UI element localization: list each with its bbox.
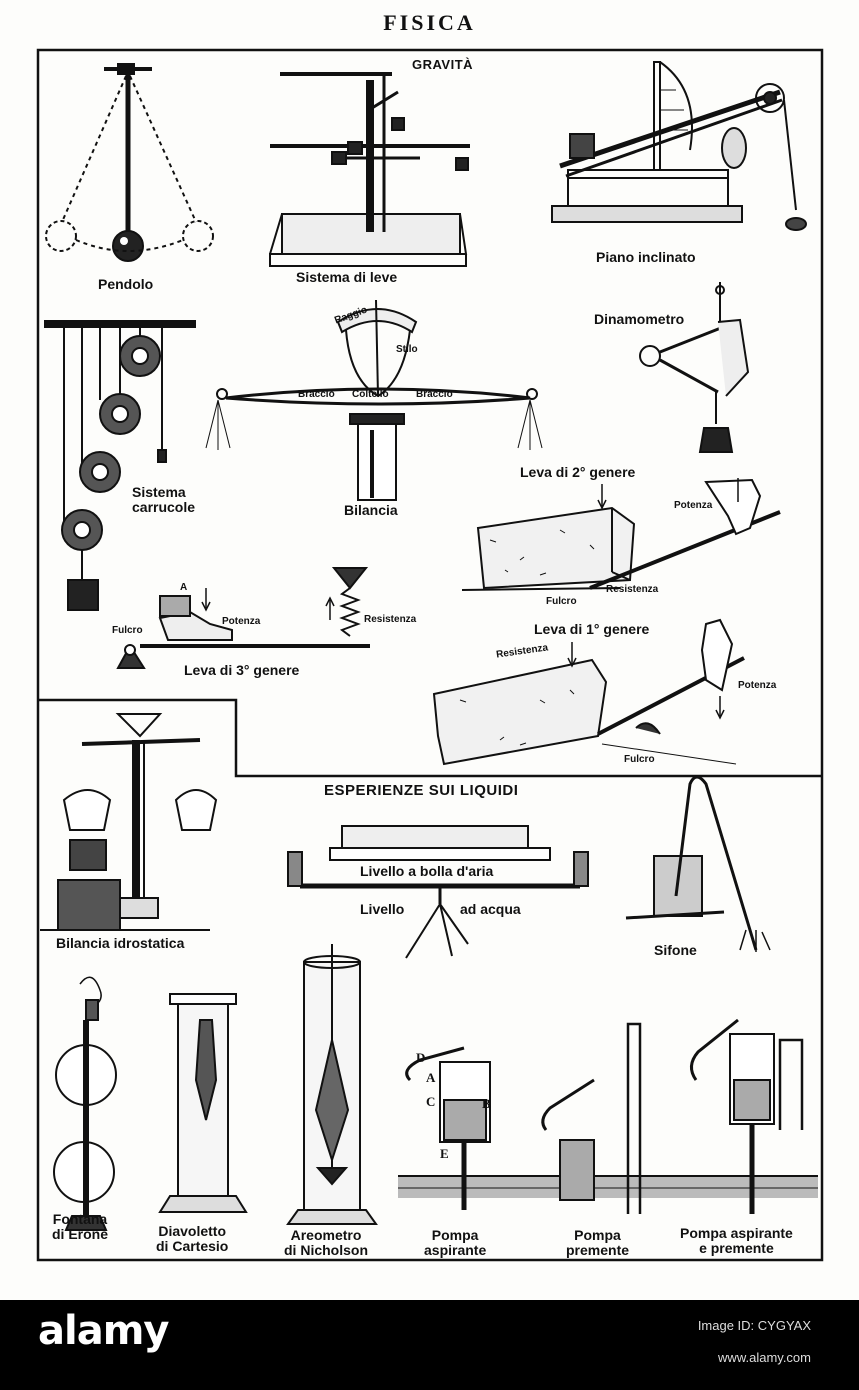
illustrations bbox=[36, 48, 824, 1262]
label-potenza-3: Potenza bbox=[222, 616, 261, 627]
plate-title: FISICA bbox=[383, 10, 476, 35]
label-pompa-asp-line1: Pompa bbox=[431, 1227, 479, 1243]
label-pump-d: D bbox=[416, 1050, 426, 1065]
label-pendolo: Pendolo bbox=[98, 276, 154, 292]
label-pump-c: C bbox=[426, 1094, 436, 1109]
second-class-lever-drawing bbox=[461, 478, 781, 591]
label-point-a: A bbox=[180, 582, 188, 593]
watermark-url: www.alamy.com bbox=[718, 1350, 811, 1365]
plate-frame bbox=[36, 48, 824, 1262]
label-bilancia-idrostatica: Bilancia idrostatica bbox=[56, 935, 185, 951]
label-ad-acqua: ad acqua bbox=[460, 901, 521, 917]
label-sistema-carrucole: Sistema carrucole bbox=[132, 485, 195, 515]
label-piano-inclinato: Piano inclinato bbox=[596, 249, 696, 265]
inclined-plane-drawing bbox=[551, 61, 807, 231]
label-pompa-aspirante: Pompa aspirante bbox=[424, 1228, 486, 1258]
label-pump-a: A bbox=[426, 1070, 436, 1085]
watermark-footer bbox=[0, 1300, 859, 1390]
third-class-lever-drawing bbox=[116, 567, 370, 669]
label-pompa-ap-line2: e premente bbox=[699, 1240, 774, 1256]
label-fontana-line1: Fontana bbox=[52, 1211, 108, 1227]
pump-drawings bbox=[398, 1018, 818, 1214]
label-pump-e: E bbox=[440, 1146, 449, 1161]
label-braccio-left: Braccio bbox=[298, 389, 335, 400]
label-diavoletto-line1: Diavoletto bbox=[158, 1223, 227, 1239]
label-pompa-prem-line1: Pompa bbox=[574, 1227, 621, 1243]
pendulum-drawing bbox=[45, 63, 214, 262]
label-resistenza-3: Resistenza bbox=[364, 614, 417, 625]
label-dinamometro: Dinamometro bbox=[594, 311, 685, 327]
label-leva-1: Leva di 1° genere bbox=[534, 621, 650, 637]
label-livello: Livello bbox=[360, 901, 405, 917]
label-resistenza-2: Resistenza bbox=[606, 584, 659, 595]
alamy-logo: alamy bbox=[38, 1308, 169, 1354]
label-pompa-asp-line2: aspirante bbox=[424, 1242, 487, 1258]
label-areometro-line2: di Nicholson bbox=[284, 1242, 368, 1258]
hydrostatic-balance-drawing bbox=[40, 713, 218, 931]
heron-fountain-drawing bbox=[53, 976, 117, 1231]
label-sistema-leve: Sistema di leve bbox=[296, 269, 398, 285]
dynamometer-drawing bbox=[639, 282, 750, 453]
label-potenza-1: Potenza bbox=[738, 680, 777, 691]
label-sistema-carrucole-line1: Sistema bbox=[132, 484, 186, 500]
nicholson-hydrometer-drawing bbox=[286, 944, 378, 1225]
lever-system-drawing bbox=[269, 72, 470, 267]
label-fontana-erone: Fontana di Erone bbox=[52, 1212, 108, 1242]
label-fulcro-2: Fulcro bbox=[546, 596, 577, 607]
section-liquids: ESPERIENZE SUI LIQUIDI bbox=[324, 782, 519, 799]
label-pompa-aspirante-premente: Pompa aspirante e premente bbox=[680, 1226, 793, 1256]
label-leva-3: Leva di 3° genere bbox=[184, 662, 300, 678]
label-stilo: Stilo bbox=[396, 344, 418, 355]
label-sifone: Sifone bbox=[654, 942, 697, 958]
label-livello-bolla: Livello a bolla d'aria bbox=[360, 863, 494, 879]
siphon-drawing bbox=[625, 775, 771, 952]
label-diavoletto-cartesio: Diavoletto di Cartesio bbox=[156, 1224, 228, 1254]
label-pompa-premente: Pompa premente bbox=[566, 1228, 629, 1258]
label-areometro-line1: Areometro bbox=[290, 1227, 362, 1243]
first-class-lever-drawing bbox=[432, 618, 745, 766]
pulley-system-drawing bbox=[44, 320, 196, 611]
cartesian-diver-drawing bbox=[158, 993, 248, 1213]
level-drawing bbox=[287, 825, 589, 959]
label-coltello: Coltello bbox=[352, 389, 389, 400]
label-diavoletto-line2: di Cartesio bbox=[156, 1238, 229, 1254]
label-fontana-line2: di Erone bbox=[52, 1226, 109, 1242]
label-leva-2: Leva di 2° genere bbox=[520, 464, 636, 480]
section-gravity: GRAVITÀ bbox=[412, 57, 474, 72]
label-pompa-prem-line2: premente bbox=[566, 1242, 630, 1258]
image-id: Image ID: CYGYAX bbox=[697, 1318, 811, 1333]
label-potenza-2: Potenza bbox=[674, 500, 713, 511]
label-fulcro-1: Fulcro bbox=[624, 754, 655, 765]
label-braccio-right: Braccio bbox=[416, 389, 453, 400]
label-pompa-ap-line1: Pompa aspirante bbox=[680, 1225, 793, 1241]
label-fulcro-3: Fulcro bbox=[112, 625, 143, 636]
physics-plate: FISICA bbox=[36, 10, 824, 1262]
balance-drawing bbox=[205, 299, 543, 501]
label-areometro-nicholson: Areometro di Nicholson bbox=[284, 1228, 368, 1258]
label-pump-b: B bbox=[482, 1096, 491, 1111]
label-sistema-carrucole-line2: carrucole bbox=[132, 499, 196, 515]
label-bilancia: Bilancia bbox=[344, 502, 398, 518]
